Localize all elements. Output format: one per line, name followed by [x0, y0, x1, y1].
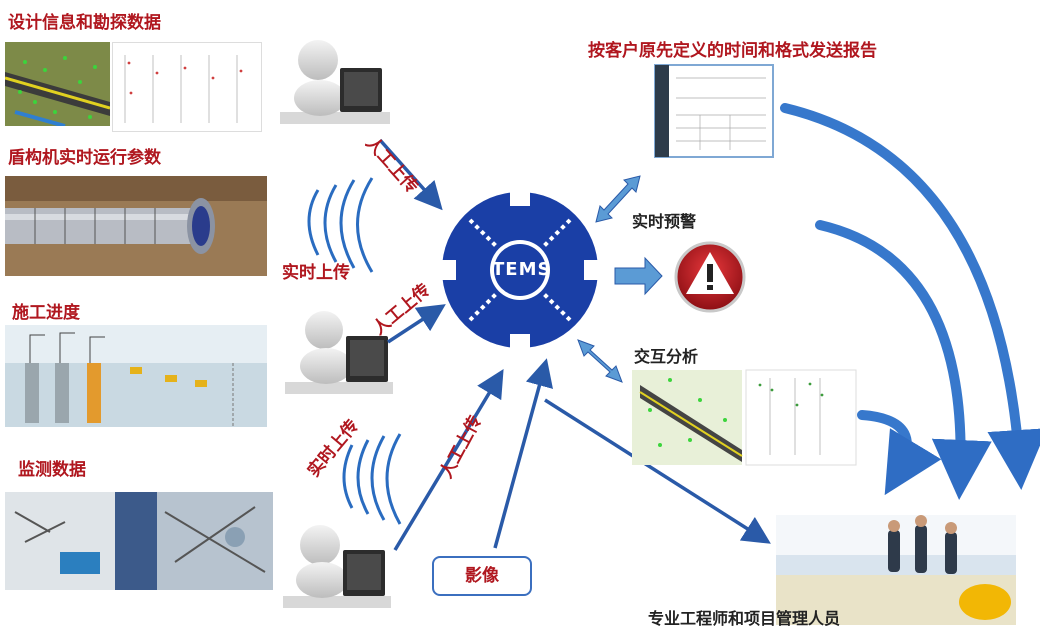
label-realtime-upload-1: 实时上传 — [282, 263, 350, 283]
wireless-signal-icon-2 — [342, 433, 402, 525]
tems-logo-text: TEMS — [492, 259, 552, 280]
borehole-chart-image — [112, 42, 262, 132]
construction-progress-image — [5, 325, 267, 427]
tbm-machine-image — [5, 176, 267, 276]
analysis-chart-screenshot — [745, 369, 857, 466]
tems-logo — [442, 192, 598, 348]
label-interactive-analysis: 交互分析 — [634, 347, 699, 366]
person-computer-icon-2 — [285, 311, 393, 394]
analysis-map-screenshot — [632, 370, 743, 465]
label-realtime-warning: 实时预警 — [632, 212, 697, 231]
person-computer-icon-3 — [283, 525, 391, 608]
report-screenshot — [654, 64, 774, 158]
person-computer-icon-1 — [280, 40, 390, 124]
section-title-design: 设计信息和勘探数据 — [8, 13, 161, 33]
label-report-delivery: 按客户原先定义的时间和格式发送报告 — [588, 41, 877, 61]
interactive-double-arrow — [577, 339, 623, 383]
section-title-tbm: 盾构机实时运行参数 — [8, 148, 161, 168]
upload-arrows — [378, 138, 771, 551]
monitoring-sensors-image — [5, 492, 273, 590]
geology-map-image — [5, 42, 110, 126]
section-title-monitoring: 监测数据 — [18, 460, 86, 480]
warning-arrow — [614, 256, 663, 296]
section-title-progress: 施工进度 — [12, 303, 80, 323]
warning-icon — [674, 241, 746, 313]
video-label-box: 影像 — [432, 556, 532, 596]
delivery-arrows — [780, 103, 1040, 500]
warning-double-arrow — [595, 175, 641, 223]
engineers-photo — [776, 515, 1016, 625]
label-engineers: 专业工程师和项目管理人员 — [648, 609, 841, 628]
wireless-signal-icon-1 — [307, 177, 374, 273]
